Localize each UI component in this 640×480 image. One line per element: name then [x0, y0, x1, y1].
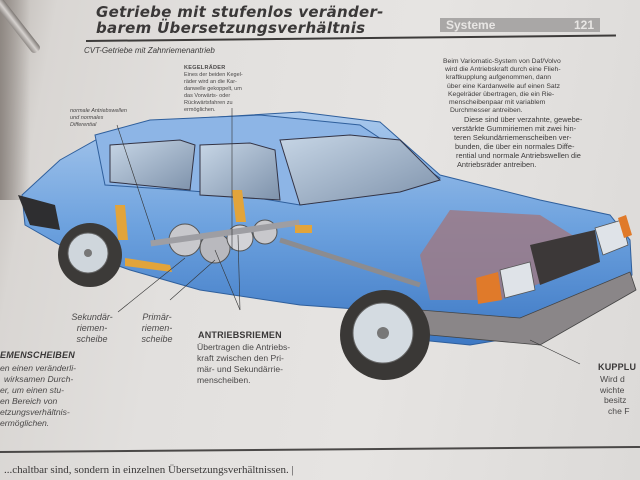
text-line: rential und normale Antriebswellen die — [456, 151, 581, 160]
title-line-1: Getriebe mit stufenlos veränder- — [96, 3, 384, 21]
kegelraeder-line: Rückwärtsfahren zu — [184, 100, 233, 106]
text-line: en einen veränderli- — [0, 363, 76, 373]
text-line: besitz — [604, 395, 627, 405]
section-label: Systeme — [446, 18, 496, 32]
text-line: wichte — [600, 384, 625, 395]
intro-paragraph-2: Diese sind über verzahnte, gewebe- verst… — [452, 115, 640, 169]
text-line: er, um einen stu- — [0, 385, 65, 395]
antriebsriemen-heading: ANTRIEBSRIEMEN — [198, 330, 282, 340]
text-line: Primär- — [142, 312, 172, 322]
text-line: Kegelräder übertragen, die ein Rie- — [448, 90, 555, 98]
kegelraeder-line: das Vorwärts- oder — [184, 93, 231, 99]
riemenscheiben-body: en einen veränderli- wirksamen Durch- er… — [0, 363, 110, 429]
text-line: menscheiben. — [197, 375, 251, 385]
text-line: Diese sind über verzahnte, gewebe- — [464, 115, 583, 124]
next-page-text: ...chaltbar sind, sondern in einzelnen Ü… — [4, 464, 294, 476]
antriebswellen-label: normale Antriebswellen und normales Diff… — [70, 108, 160, 129]
text-line: Antriebsräder antreiben. — [457, 160, 537, 169]
text-line: über eine Kardanwelle auf einen Satz — [447, 82, 560, 90]
antriebswellen-line: und normales — [70, 115, 104, 121]
text-line: scheibe — [141, 334, 173, 344]
text-line: teren Sekundärriemenscheiben ver- — [454, 133, 572, 142]
page-title: Getriebe mit stufenlos veränder- barem Ü… — [96, 4, 436, 36]
text-line: Durchmesser antreiben. — [450, 107, 523, 115]
text-line: Wird d — [600, 374, 625, 384]
text-line: mär- und Sekundärrie- — [197, 364, 283, 374]
text-line: riemen- — [76, 323, 108, 333]
text-line: verstärkte Gummiriemen mit zwei hin- — [452, 124, 577, 133]
kegelraeder-line: räder wird an die Kar- — [184, 79, 237, 85]
text-line: wird die Antriebskraft durch eine Flieh- — [445, 66, 561, 74]
text-line: che F — [608, 405, 630, 416]
text-line: etzungsverhältnis- — [0, 407, 70, 417]
section-tab: Systeme 121 — [440, 18, 600, 32]
transmission-components — [115, 190, 421, 288]
text-line: en Bereich von — [0, 396, 58, 406]
text-line: scheibe — [76, 334, 108, 344]
kegelraeder-heading: KEGELRÄDER — [184, 65, 226, 71]
kupplung-heading: KUPPLU — [598, 362, 637, 372]
kupplung-body: Wird d wichte besitz che F — [600, 374, 640, 416]
rear-wheel — [58, 223, 122, 287]
kegelraeder-line: Eines der beiden Kegel- — [184, 72, 243, 78]
text-line: menscheibenpaar mit variablem — [449, 99, 546, 107]
primaer-riemenscheibe-label: Primär- riemen- scheibe — [132, 312, 182, 345]
text-line: Beim Variomatic-System von Daf/Volvo — [443, 58, 561, 65]
page-number: 121 — [573, 18, 594, 32]
text-line: kraft zwischen den Pri- — [197, 353, 284, 363]
text-line: kraftkupplung aufgenommen, dann — [446, 74, 552, 82]
kegelraeder-label: KEGELRÄDER Eines der beiden Kegel- räder… — [184, 65, 274, 114]
kegelraeder-line: ermöglichen. — [184, 107, 216, 113]
antriebsriemen-body: Übertragen die Antriebs- kraft zwischen … — [197, 342, 337, 386]
text-line: Übertragen die Antriebs- — [197, 342, 291, 352]
text-line: wirksamen Durch- — [4, 374, 74, 384]
text-line: riemen- — [141, 323, 173, 333]
antriebswellen-line: Differential — [70, 122, 97, 128]
antriebswellen-line: normale Antriebswellen — [70, 108, 127, 114]
riemenscheiben-heading: EMENSCHEIBEN — [0, 350, 75, 360]
text-line: ermöglichen. — [0, 418, 50, 428]
sekundaer-riemenscheibe-label: Sekundär- riemen- scheibe — [60, 312, 124, 345]
text-line: Sekundär- — [71, 312, 113, 322]
kegelraeder-line: danwelle gekoppelt, um — [184, 86, 242, 92]
figure-subtitle: CVT-Getriebe mit Zahnriemenantrieb — [84, 46, 215, 55]
intro-paragraph-1: Beim Variomatic-System von Daf/Volvo wir… — [443, 58, 640, 115]
title-line-2: barem Übersetzungsverhältnis — [96, 19, 366, 37]
front-wheel — [340, 290, 430, 380]
text-line: bunden, die über ein normales Diffe- — [455, 142, 575, 151]
